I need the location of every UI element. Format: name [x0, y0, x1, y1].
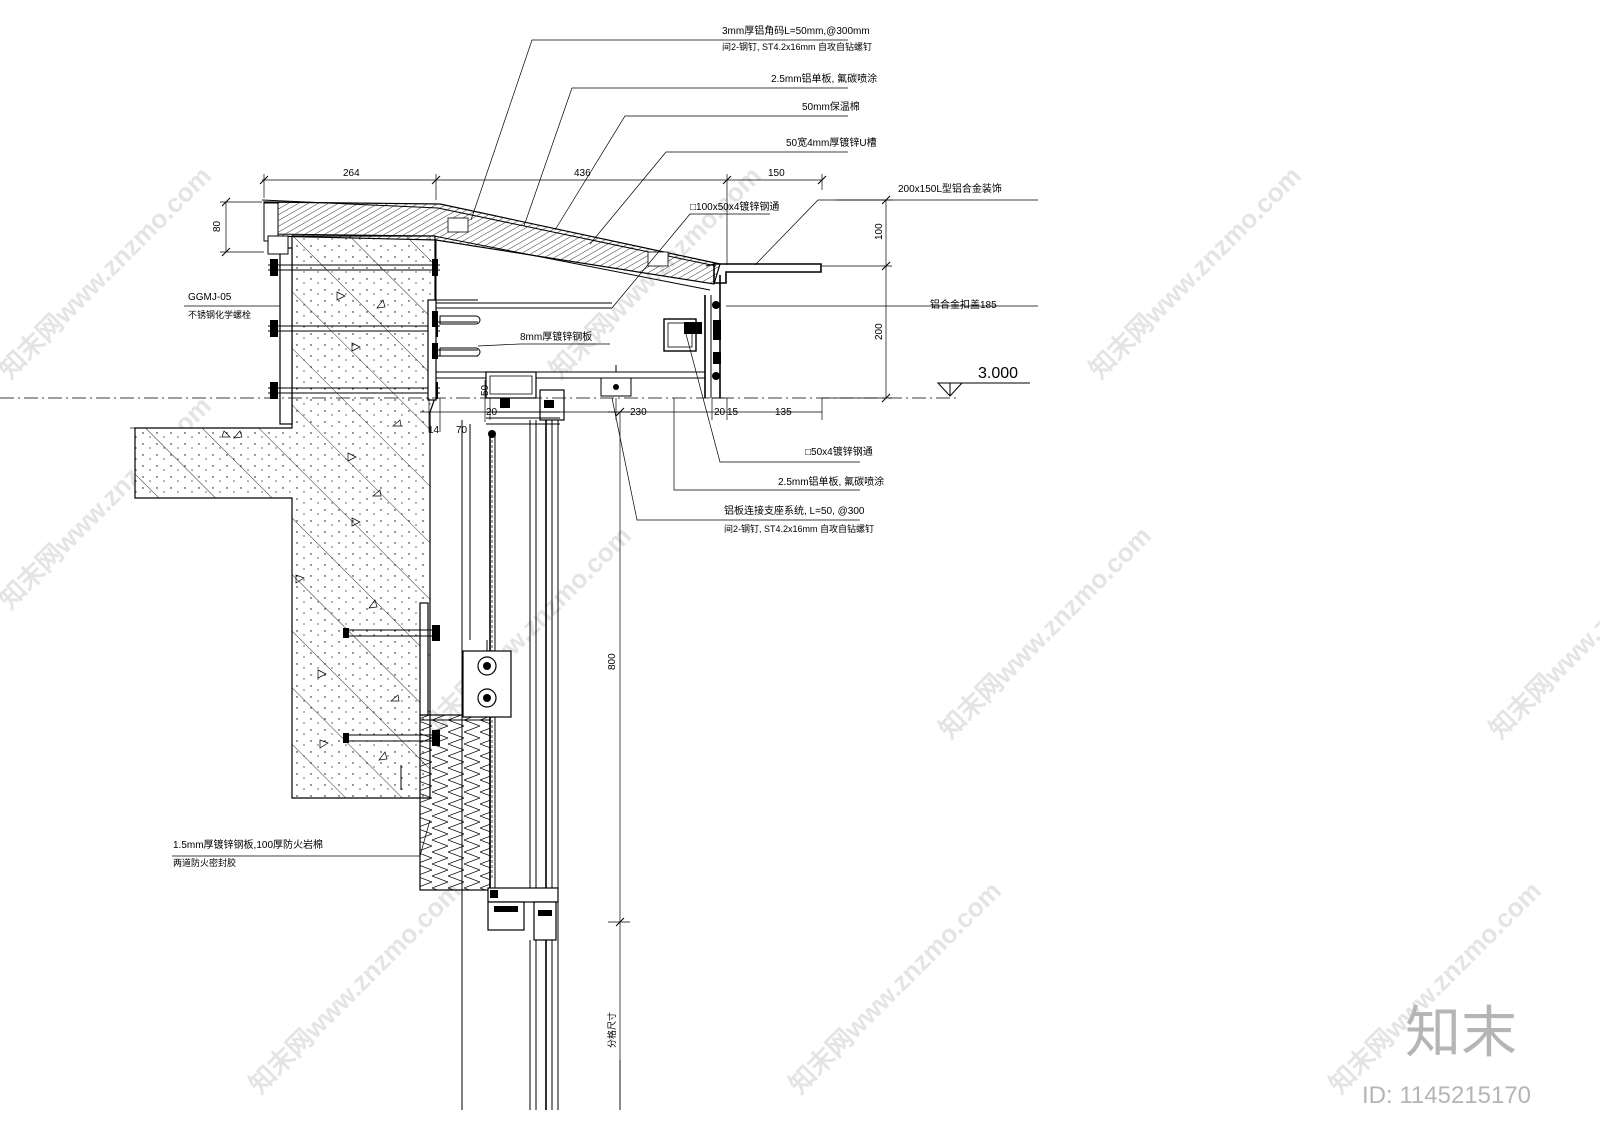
watermark-text: 知末网www.znzmo.com [243, 875, 467, 1099]
watermark-text: 知末网www.znzmo.com [783, 875, 1007, 1099]
roof-panel [261, 199, 721, 300]
brand-id: ID: 1145215170 [1362, 1082, 1531, 1109]
level-text: 3.000 [978, 365, 1018, 382]
dim-264: 264 [343, 168, 360, 179]
concrete-beam [130, 235, 436, 799]
label-fire-insulation: 1.5mm厚镀锌钢板,100厚防火岩棉 [173, 838, 323, 851]
label-u-channel: 50宽4mm厚镀锌U槽 [786, 136, 877, 149]
label-ggmj: GGMJ-05 [188, 292, 232, 303]
watermark-text: 知末网www.znzmo.com [1483, 520, 1600, 744]
dim-14: 14 [428, 425, 440, 436]
label-steel-tube: □100x50x4镀锌钢通 [690, 200, 779, 213]
glazing [489, 420, 559, 1110]
leader-lines [172, 39, 1038, 1110]
label-fire-sealant: 两道防火密封胶 [173, 857, 236, 868]
label-chemical-bolt: 不锈钢化学螺栓 [188, 309, 251, 320]
label-cover: 铝合金扣盖185 [930, 298, 997, 311]
label-steel-plate: 8mm厚镀锌钢板 [520, 330, 592, 343]
transom [487, 887, 559, 941]
label-screw-spec-2: 间2-钢钉, ST4.2x16mm 自攻自钻螺钉 [724, 523, 874, 534]
dim-150: 150 [768, 168, 785, 179]
aluminium-cover [704, 275, 724, 399]
label-screw-spec: 间2-钢钉, ST4.2x16mm 自攻自钻螺钉 [722, 41, 872, 52]
embedded-plate-left [268, 247, 440, 425]
watermark-text: 知末网www.znzmo.com [933, 520, 1157, 744]
brand-logo: 知末 [1405, 1001, 1517, 1066]
dim-230: 230 [630, 407, 647, 418]
label-support-system: 铝板连接支座系统, L=50, @300 [724, 504, 865, 517]
dim-100: 100 [874, 223, 885, 240]
steel-plate-8mm [427, 299, 481, 401]
brand-mark: 知末 ID: 1145215170 [1362, 1001, 1531, 1109]
label-module-size: 分格尺寸 [606, 1012, 617, 1048]
dim-135: 135 [775, 407, 792, 418]
dimension-texts: 264 436 150 80 100 200 50 20 14 70 230 2… [212, 168, 885, 670]
dim-20-a: 20 [486, 407, 498, 418]
dim-80: 80 [212, 220, 223, 232]
watermark-layer: 知末网www.znzmo.com 知末网www.znzmo.com 知末网www… [0, 160, 1600, 1099]
dim-15: 15 [727, 407, 739, 418]
cladding-panel [419, 420, 491, 1110]
label-aluminium-angle: 3mm厚铝角码L=50mm,@300mm [722, 25, 870, 37]
dim-800: 800 [607, 653, 618, 670]
watermark-text: 知末网www.znzmo.com [0, 390, 217, 614]
label-l-trim: 200x150L型铝合金装饰 [898, 182, 1002, 195]
watermark-text: 知末网www.znzmo.com [1083, 160, 1307, 384]
anchor-bolt [268, 259, 440, 276]
dim-50: 50 [480, 384, 491, 396]
label-insulation: 50mm保温棉 [802, 100, 860, 113]
label-aluminium-panel-2: 2.5mm铝单板, 氟碳喷涂 [778, 475, 884, 488]
level-line: 3.000 [0, 365, 1030, 399]
dim-436: 436 [574, 168, 591, 179]
watermark-text: 知末网www.znzmo.com [0, 160, 217, 384]
label-aluminium-panel: 2.5mm铝单板, 氟碳喷涂 [771, 72, 877, 85]
dim-70: 70 [456, 425, 468, 436]
mid-bracket [343, 602, 512, 790]
dim-20-b: 20 [714, 407, 726, 418]
l-trim [705, 263, 822, 284]
label-steel-tube-small: □50x4镀锌钢通 [805, 445, 873, 458]
steel-tube-100x50 [436, 302, 705, 397]
watermark-text: 知末网www.znzmo.com [413, 520, 637, 744]
annotations: 3mm厚铝角码L=50mm,@300mm 间2-钢钉, ST4.2x16mm 自… [173, 25, 1002, 1048]
dim-200: 200 [874, 323, 885, 340]
